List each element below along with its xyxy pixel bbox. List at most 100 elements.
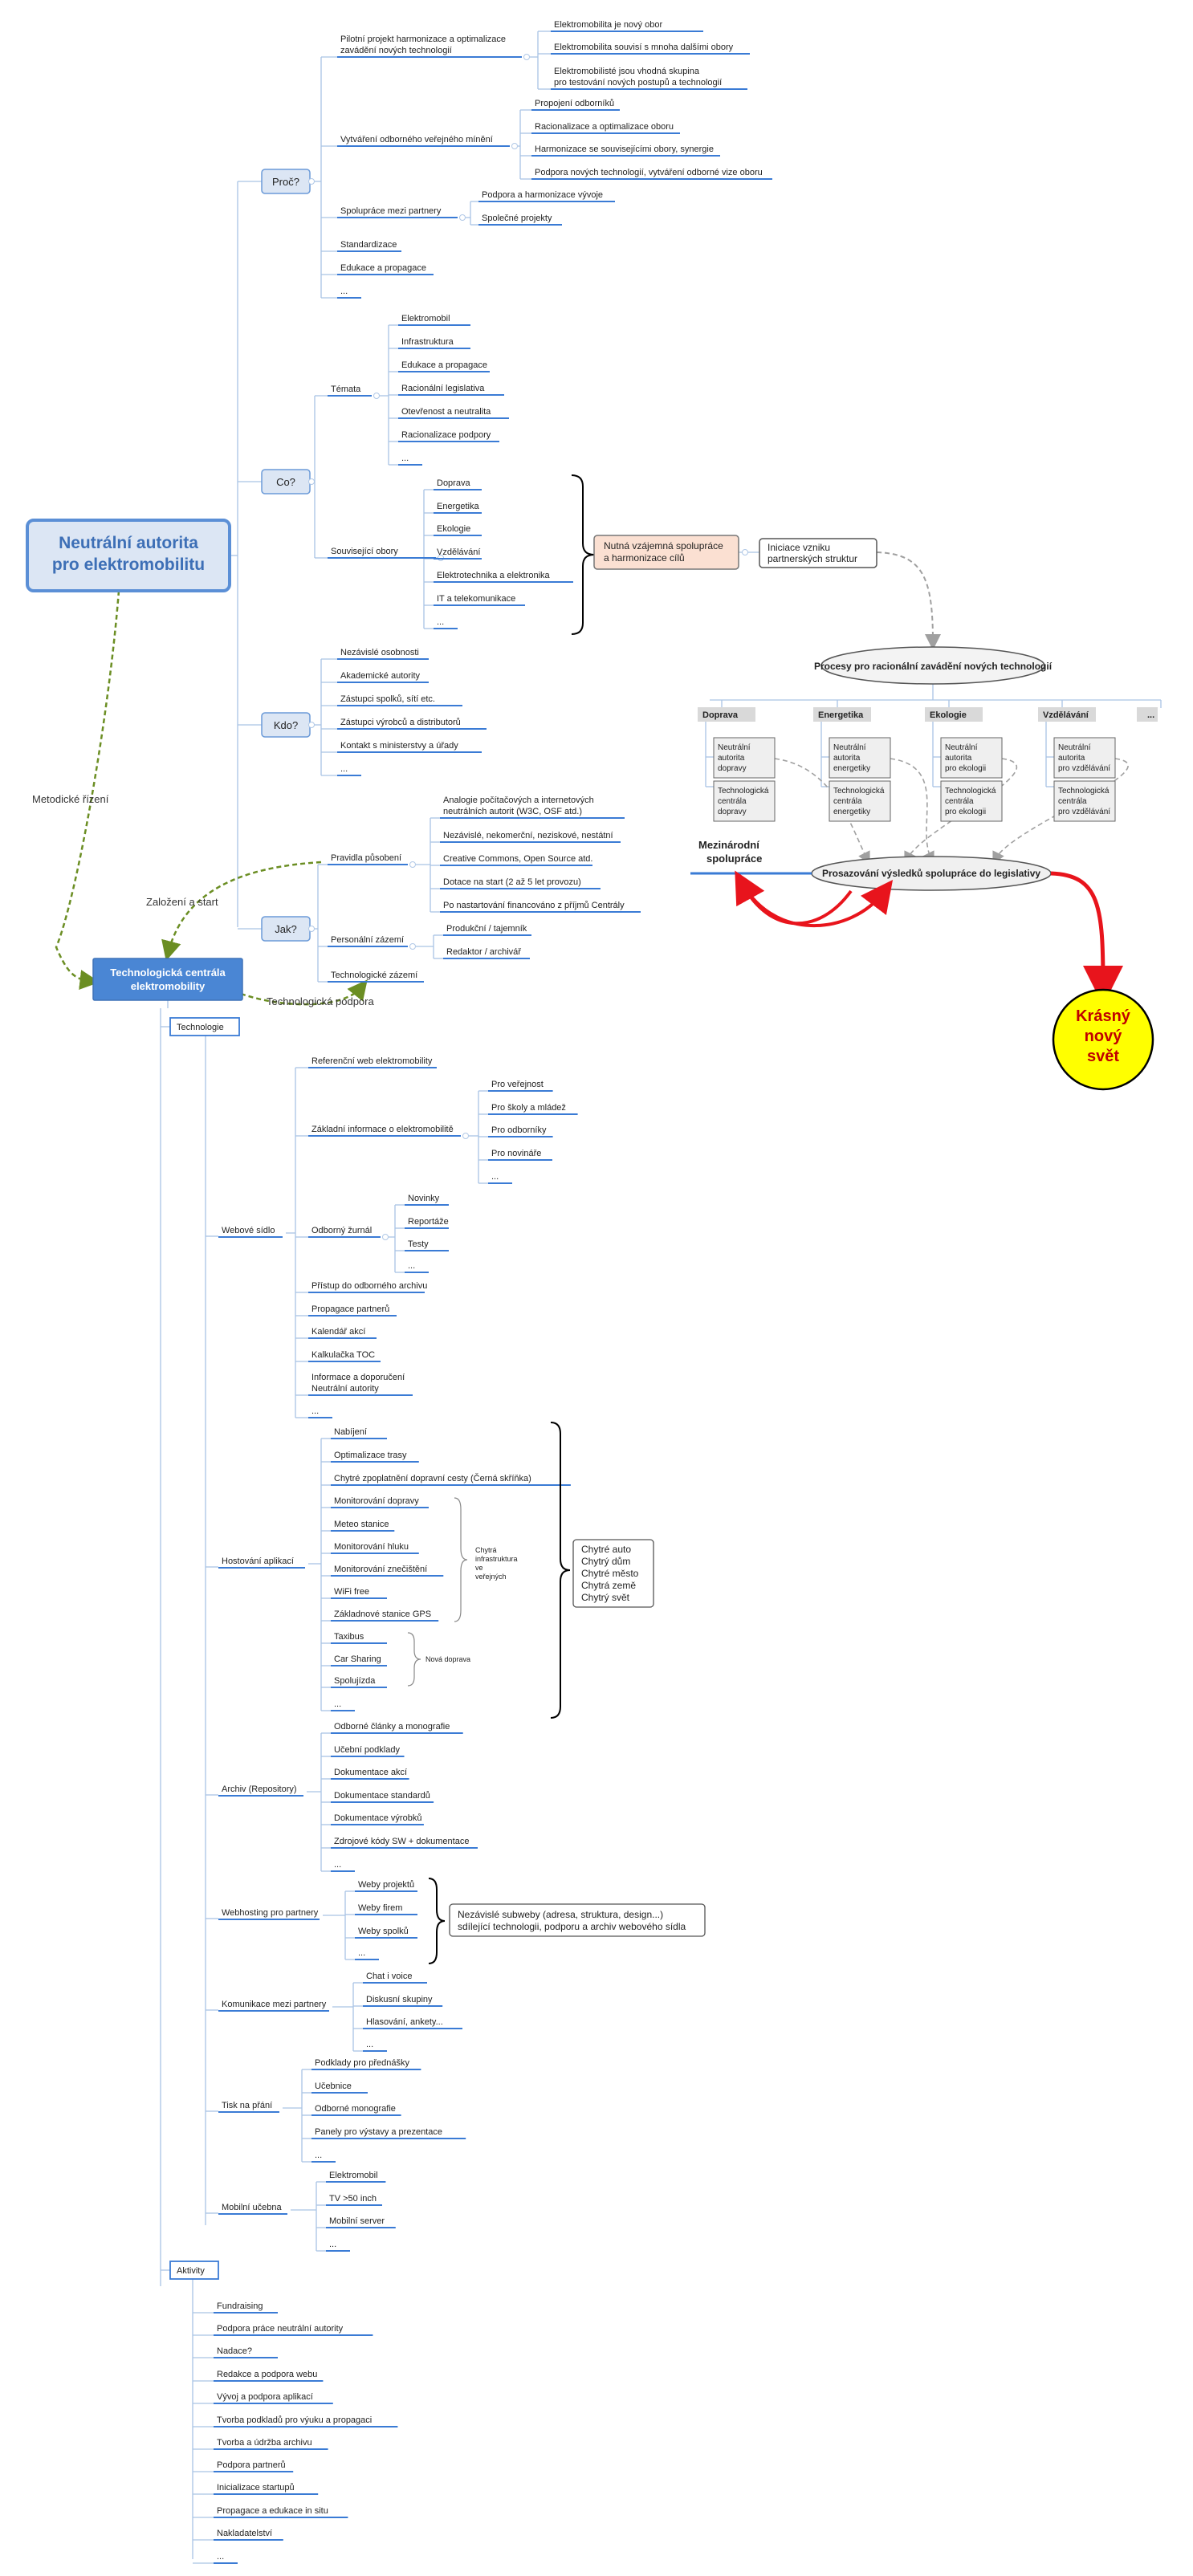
iniciace-box[interactable]: [759, 538, 877, 568]
nutna-line-1: Nutná vzájemná spolupráce: [604, 540, 723, 551]
collapse-toggle-icon[interactable]: [308, 722, 315, 728]
technologicka-centrala-box[interactable]: [829, 780, 891, 822]
kdo-item-1: Nezávislé osobnosti: [340, 648, 419, 657]
pilot-child-3-line-2: pro testování nových postupů a technolog…: [554, 78, 722, 87]
iniciace-line-2: partnerských struktur: [768, 553, 857, 564]
technologicka-centrala-box[interactable]: [713, 780, 776, 822]
collapse-toggle-icon[interactable]: [308, 178, 315, 185]
aktivity-tag[interactable]: [169, 2261, 219, 2280]
aktivity-item-10: Propagace a edukace in situ: [217, 2506, 328, 2516]
zurnal-child-3: Testy: [408, 1239, 429, 1249]
dashed-relations: [55, 551, 1129, 1006]
technologicka-centrala-box[interactable]: [940, 780, 1003, 822]
collapse-toggle-icon[interactable]: [409, 861, 416, 868]
temata-child-5: Otevřenost a neutralita: [401, 407, 491, 417]
iniciace-to-procesy: [876, 551, 941, 650]
web-referencni: Referenční web elektromobility: [311, 1056, 433, 1066]
collapse-toggle-icon[interactable]: [373, 393, 380, 399]
collapse-toggle-icon[interactable]: [742, 549, 748, 555]
column-header-bg: [925, 707, 983, 722]
nutna-spoluprace-box[interactable]: [593, 535, 739, 570]
chytra-infrastruktura-line-2: infrastruktura: [475, 1555, 518, 1563]
column-4-centrala-line-2: centrála: [1058, 797, 1087, 806]
webhosting-note-box[interactable]: [449, 1903, 706, 1937]
temata-child-4: Racionální legislativa: [401, 384, 485, 393]
root-node[interactable]: [26, 519, 231, 592]
neutralni-autorita-box[interactable]: [1053, 737, 1116, 779]
kdo-item-2: Akademické autority: [340, 671, 421, 681]
obory-child-5: Elektrotechnika a elektronika: [437, 571, 551, 580]
webhosting-note-line-2: sdílející technologii, podporu a archiv …: [458, 1921, 686, 1932]
category-archiv: Archiv (Repository): [222, 1784, 297, 1794]
tisk-item-4: Panely pro výstavy a prezentace: [315, 2127, 442, 2137]
krasny-line-1: Krásný: [1076, 1007, 1131, 1025]
column-1-autorita-line-3: dopravy: [718, 764, 747, 773]
chytra-infrastruktura-brace: [454, 1497, 468, 1622]
root-title-line-1: Neutrální autorita: [59, 534, 198, 552]
pravidla-child-1-line-2: neutrálních autorit (W3C, OSF atd.): [443, 807, 582, 816]
webhosting-item-1: Weby projektů: [358, 1880, 414, 1890]
hosting-item-8: WiFi free: [334, 1587, 369, 1597]
archiv-item-4: Dokumentace standardů: [334, 1791, 430, 1801]
pravidla-child-4: Dotace na start (2 až 5 let provozu): [443, 877, 581, 887]
krasny-svet-circle[interactable]: [1052, 988, 1154, 1091]
obory-child-3: Ekologie: [437, 524, 470, 534]
collapse-toggle-icon[interactable]: [462, 1133, 469, 1139]
temata-child-6: Racionalizace podpory: [401, 430, 491, 440]
pravidla-child-3: Creative Commons, Open Source atd.: [443, 854, 592, 864]
collapse-toggle-icon[interactable]: [382, 1234, 389, 1240]
collapse-toggle-icon[interactable]: [409, 943, 416, 950]
red-arrow-to-mezinarodni: [735, 870, 853, 926]
proc-pilot-line-1: Pilotní projekt harmonizace a optimaliza…: [340, 35, 506, 44]
column-4-centrala-line-3: pro vzdělávání: [1058, 808, 1110, 816]
column-header-5: ...: [1147, 710, 1154, 720]
pravidla-child-2: Nezávislé, nekomerční, neziskové, nestát…: [443, 831, 613, 840]
hosting-big-brace: [550, 1422, 571, 1719]
column-header-bg: [813, 707, 871, 722]
neutralni-autorita-box[interactable]: [713, 737, 776, 779]
tech-center-node[interactable]: [92, 958, 243, 1001]
zakladni-child-4: Pro novináře: [491, 1149, 541, 1158]
metodicke-rizeni-label: Metodické řízení: [32, 793, 109, 805]
web-propagace: Propagace partnerů: [311, 1304, 389, 1314]
chytra-infrastruktura-line-4: veřejných: [475, 1573, 507, 1581]
nodes: Neutrální autorita pro elektromobilituPro…: [26, 20, 1158, 2564]
hosting-item-2: Optimalizace trasy: [334, 1451, 407, 1460]
procesy-label: Procesy pro racionální zavádění nových t…: [814, 661, 1053, 672]
chytre-line-4: Chytrá země: [581, 1580, 636, 1591]
temata-child-1: Elektromobil: [401, 314, 450, 324]
temata-child-7: ...: [401, 454, 409, 463]
neutralni-autorita-box[interactable]: [940, 737, 1003, 779]
chytre-box[interactable]: [572, 1539, 654, 1608]
neutralni-autorita-box[interactable]: [829, 737, 891, 779]
technologie-tag[interactable]: [169, 1017, 240, 1036]
hosting-item-5: Meteo stanice: [334, 1520, 389, 1529]
collapse-toggle-icon[interactable]: [308, 926, 315, 932]
column-1-centrala-line-3: dopravy: [718, 808, 747, 816]
temata-child-3: Edukace a propagace: [401, 360, 487, 370]
co-obory: Související obory: [331, 547, 398, 556]
zurnal-child-4: ...: [408, 1261, 415, 1271]
hosting-item-10: Taxibus: [334, 1632, 364, 1642]
technologicka-centrala-box[interactable]: [1053, 780, 1116, 822]
collapse-toggle-icon[interactable]: [459, 214, 466, 221]
hosting-item-13: ...: [334, 1699, 341, 1709]
iniciace-line-1: Iniciace vzniku: [768, 542, 830, 553]
collapse-toggle-icon[interactable]: [511, 143, 518, 149]
pravidla-child-5: Po nastartování financováno z příjmů Cen…: [443, 901, 625, 910]
column-3-centrala-line-2: centrála: [945, 797, 974, 806]
category-hosting: Hostování aplikací: [222, 1557, 294, 1566]
root-title-line-2: pro elektromobilitu: [52, 555, 205, 574]
red-arrow-to-krasny-svet: [1050, 871, 1123, 1006]
procesy-ellipse[interactable]: [820, 646, 1045, 685]
collapse-toggle-icon[interactable]: [308, 478, 315, 485]
mezinarodni-line-1: Mezinárodní: [698, 839, 759, 851]
collapse-toggle-icon[interactable]: [523, 54, 530, 60]
prosazovani-label: Prosazování výsledků spolupráce do legis…: [822, 868, 1040, 879]
tisk-item-1: Podklady pro přednášky: [315, 2058, 410, 2068]
pilot-child-3-line-1: Elektromobilisté jsou vhodná skupina: [554, 67, 700, 76]
column-1-autorita-line-2: autorita: [718, 754, 745, 763]
aktivity-item-7: Tvorba a údržba archivu: [217, 2438, 312, 2448]
aktivity-item-6: Tvorba podkladů pro výuku a propagaci: [217, 2415, 372, 2425]
